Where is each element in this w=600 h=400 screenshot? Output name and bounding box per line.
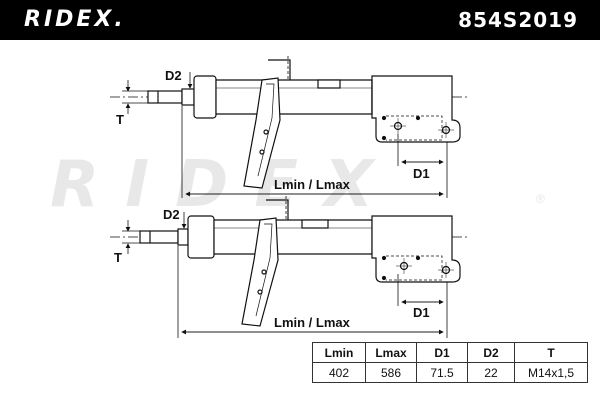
spec-value-lmin: 402 — [312, 362, 366, 383]
label-t-top: T — [116, 112, 124, 127]
spec-value-t: M14x1,5 — [514, 362, 588, 383]
shock-absorber-bottom — [110, 196, 470, 327]
spec-table: Lmin Lmax D1 D2 T 402 586 71.5 22 M14x1,… — [312, 342, 588, 383]
label-d2-top: D2 — [165, 68, 182, 83]
dimension-lines-bottom — [122, 212, 448, 338]
spec-value-d2: 22 — [467, 362, 515, 383]
spec-header-t: T — [514, 342, 588, 363]
header-bar: RIDEX. 854S2019 — [0, 0, 600, 40]
watermark-logo: RIDEX — [50, 148, 400, 222]
spec-header-lmax: Lmax — [365, 342, 417, 363]
spec-value-d1: 71.5 — [416, 362, 468, 383]
label-d2-bottom: D2 — [163, 207, 180, 222]
spec-value-lmax: 586 — [365, 362, 417, 383]
spec-header-d1: D1 — [416, 342, 468, 363]
ridex-logo: RIDEX. — [24, 7, 126, 32]
shock-absorber-top — [110, 56, 470, 189]
watermark-registered-mark: ® — [536, 192, 545, 206]
label-length-top: Lmin / Lmax — [274, 177, 350, 192]
label-length-bottom: Lmin / Lmax — [274, 315, 350, 330]
part-number: 854S2019 — [458, 8, 578, 32]
label-d1-top: D1 — [413, 166, 430, 181]
label-t-bottom: T — [114, 250, 122, 265]
dimension-lines-top — [122, 72, 448, 198]
spec-table-value-row: 402 586 71.5 22 M14x1,5 — [312, 362, 588, 383]
spec-header-lmin: Lmin — [312, 342, 366, 363]
label-d1-bottom: D1 — [413, 305, 430, 320]
spec-header-d2: D2 — [467, 342, 515, 363]
spec-table-header-row: Lmin Lmax D1 D2 T — [312, 342, 588, 363]
